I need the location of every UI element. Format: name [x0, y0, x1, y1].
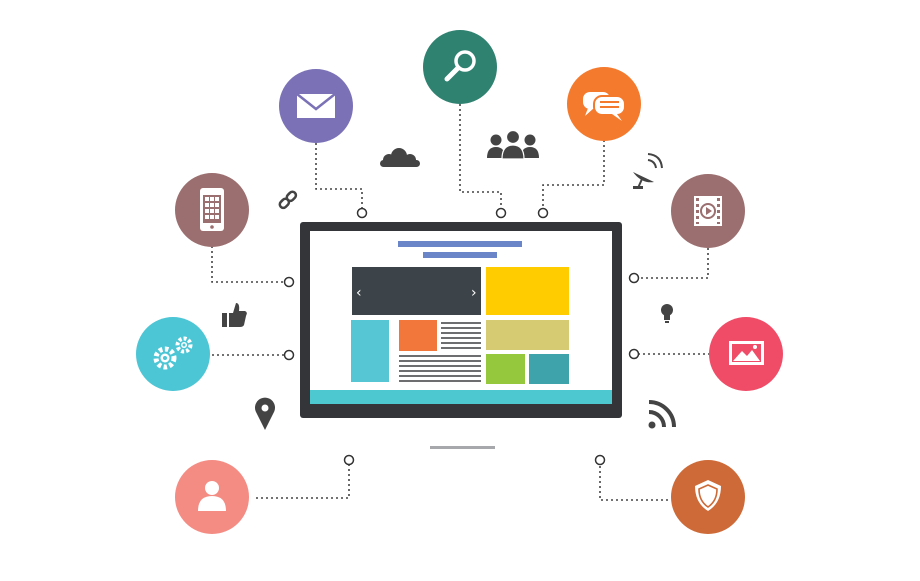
picture-icon — [729, 341, 764, 365]
video-node[interactable] — [671, 174, 745, 248]
connector-lines — [211, 104, 710, 501]
endpoint — [283, 276, 295, 288]
search-node[interactable] — [423, 30, 497, 104]
satellite-dish-icon — [633, 153, 663, 189]
connector-user — [256, 460, 350, 499]
slider-prev-arrow[interactable]: ‹ — [356, 285, 362, 301]
film-icon — [694, 196, 722, 226]
site-subtitle-bar — [423, 252, 497, 258]
thumbs-up-icon — [222, 303, 247, 327]
yellow-block — [486, 267, 569, 315]
connector-chat — [542, 140, 605, 212]
chat-node[interactable] — [567, 67, 641, 141]
link-icon — [278, 190, 298, 210]
lightbulb-icon — [661, 304, 673, 323]
shield-icon — [695, 480, 721, 511]
connector-video — [634, 248, 709, 279]
smartphone-icon — [200, 188, 224, 231]
monitor-stand — [430, 446, 495, 449]
person-icon — [198, 481, 226, 511]
olive-block — [486, 320, 569, 350]
cloud-icon — [380, 148, 420, 167]
monitor: ‹ › — [300, 222, 622, 449]
map-pin-icon — [255, 397, 275, 430]
mobile-node[interactable] — [175, 173, 249, 247]
image-slider — [352, 267, 481, 315]
connector-endpoints — [283, 207, 640, 466]
endpoint — [343, 454, 355, 466]
teal-block — [529, 354, 569, 384]
speech-bubbles-icon — [583, 92, 626, 121]
screen-footer — [310, 390, 612, 404]
endpoint — [628, 348, 640, 360]
envelope-icon — [296, 93, 336, 118]
cyan-sidebar-block — [351, 320, 389, 382]
text-lines-right — [441, 322, 481, 349]
rss-feed-icon — [648, 400, 676, 429]
user-node[interactable] — [175, 460, 249, 534]
slider-next-arrow[interactable]: › — [471, 285, 477, 301]
endpoint — [628, 272, 640, 284]
email-node[interactable] — [279, 69, 353, 143]
text-lines-bottom — [399, 355, 481, 382]
settings-node[interactable] — [136, 317, 210, 391]
green-block — [486, 354, 525, 384]
gears-icon — [153, 336, 193, 370]
site-title-bar — [398, 241, 522, 247]
connector-mobile — [211, 246, 289, 283]
security-node[interactable] — [671, 460, 745, 534]
group-icon — [487, 129, 539, 160]
endpoint — [594, 454, 606, 466]
endpoint — [537, 207, 549, 219]
connector-email — [315, 143, 363, 212]
orange-thumbnail — [399, 320, 437, 351]
magnifier-icon — [444, 50, 476, 82]
image-node[interactable] — [709, 317, 783, 391]
connector-security — [599, 460, 668, 501]
endpoint — [356, 207, 368, 219]
endpoint — [283, 349, 295, 361]
endpoint — [495, 207, 507, 219]
